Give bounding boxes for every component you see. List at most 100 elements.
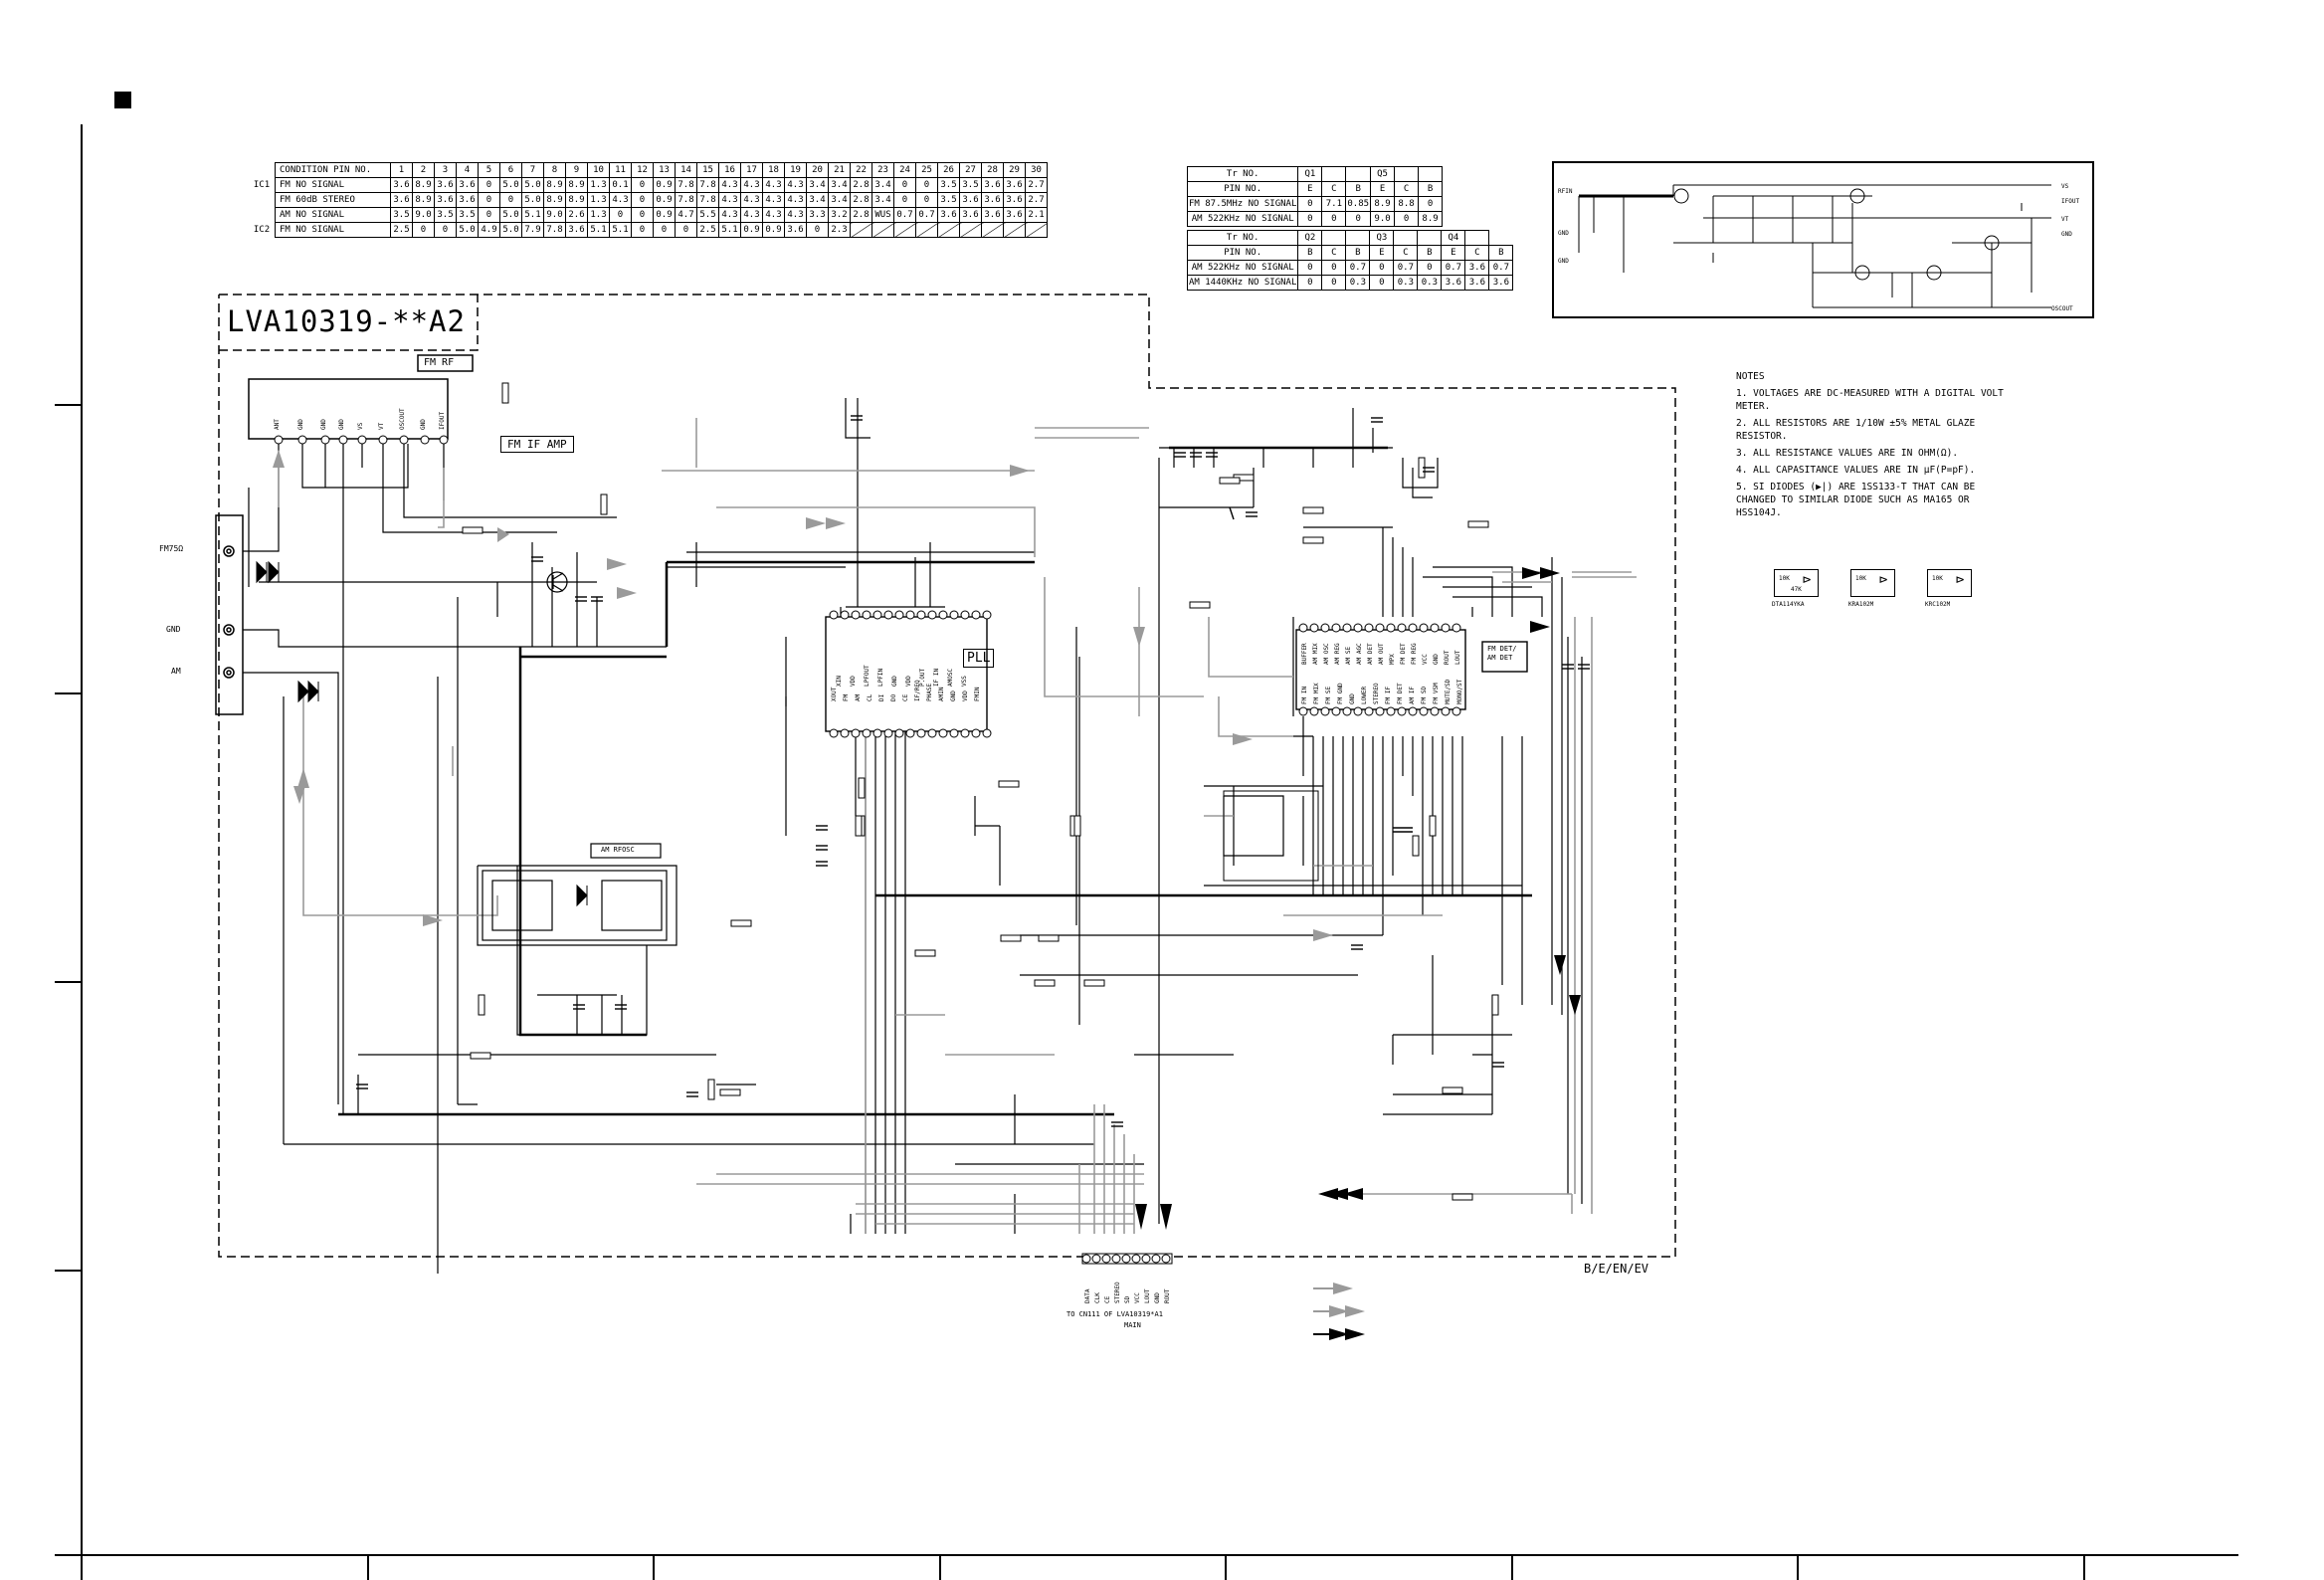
ic1-pin-label-top: AM AGC	[1356, 643, 1363, 665]
ic-table-value-cell: 7.8	[543, 222, 566, 238]
bottom-connector-pin	[1081, 1254, 1091, 1264]
legend-arrows	[1313, 1283, 1365, 1340]
ic1-pin-label-top: FM DET	[1400, 643, 1407, 665]
pll-pin-bottom	[862, 728, 872, 738]
ic-table-value-cell	[1003, 222, 1026, 238]
ic-table-value-cell	[981, 222, 1004, 238]
tr-table-1-cell: 8.9	[1418, 211, 1444, 227]
pll-pin-label-bottom: VDD	[962, 691, 969, 701]
ic1-pin-bottom	[1386, 706, 1396, 716]
pll-pin-label-bottom: DO	[890, 693, 897, 701]
pll-pin-label-bottom: IF/REQ	[914, 680, 921, 701]
ic1-pin-bottom	[1397, 706, 1407, 716]
ic-table-value-cell	[1025, 222, 1048, 238]
pll-pin-label-top: VDD	[850, 676, 857, 687]
ic1-pin-bottom	[1452, 706, 1461, 716]
am-rf-osc-module	[482, 843, 668, 941]
pll-pin-label-top: AMOSC	[947, 668, 954, 687]
transistor-r1-label: 10K	[1779, 575, 1790, 582]
fm-rf-pin-label: ANT	[274, 419, 281, 430]
ic1-pin-top	[1397, 623, 1407, 633]
pll-pin-bottom	[916, 728, 926, 738]
note-4: 4. ALL CAPASITANCE VALUES ARE IN μF(P=pF…	[1736, 465, 1976, 476]
pll-pin-bottom	[883, 728, 893, 738]
ic1-pin-top	[1441, 623, 1451, 633]
ic-table-value-cell: 5.0	[456, 222, 479, 238]
transistor-r2-label: 47K	[1791, 586, 1802, 593]
fm-rf-pin-label: IFOUT	[439, 411, 446, 430]
ic1-pin-label-top: VCC	[1422, 654, 1429, 665]
tr-table-1-cell: 0	[1394, 211, 1420, 227]
pll-label: PLL	[963, 649, 995, 668]
ic1-pin-top	[1342, 623, 1352, 633]
tr-table-2-cell: PIN NO.	[1186, 245, 1299, 261]
ic1-pin-label-top: AM OUT	[1378, 643, 1385, 665]
filter-frame	[1223, 790, 1319, 882]
inset-label-gnd-2: GND	[1558, 258, 1569, 265]
transistor-type-name: DTA114YKA	[1772, 601, 1805, 608]
bottom-connector-pin	[1101, 1254, 1111, 1264]
pll-pin-label-bottom: DI	[878, 693, 885, 701]
ic1-pin-top	[1375, 623, 1385, 633]
ic1-pin-label-top: AM DET	[1367, 643, 1374, 665]
bottom-connector-pin-label: VCC	[1134, 1292, 1141, 1303]
ic1-pin-top	[1298, 623, 1308, 633]
pll-pin-label-bottom: CL	[867, 693, 873, 701]
pll-pin-bottom	[851, 728, 861, 738]
transistor-type-symbol: 10K⊳	[1927, 569, 1972, 597]
inset-label-vs: VS	[2061, 183, 2069, 190]
grey-signal-arrows	[273, 450, 1333, 941]
transistor-symbols	[546, 571, 568, 593]
fm-if-amp-label: FM IF AMP	[500, 436, 574, 453]
ic1-body	[1295, 629, 1528, 710]
ic1-pin-top	[1386, 623, 1396, 633]
pll-pin-top	[971, 610, 981, 620]
ic1-pin-label-top: AM REG	[1334, 643, 1341, 665]
pll-pin-bottom	[905, 728, 915, 738]
ic-table-value-cell: 2.7	[1025, 177, 1048, 193]
bottom-connector-pin-label: CLK	[1094, 1292, 1101, 1303]
region-label: B/E/EN/EV	[1584, 1262, 1649, 1276]
pll-pin-bottom	[949, 728, 959, 738]
ic-table-pin-header: 30	[1025, 162, 1048, 178]
ic1-pin-bottom	[1331, 706, 1341, 716]
pll-pin-top	[851, 610, 861, 620]
pll-pin-top	[927, 610, 937, 620]
ic-table-value-cell: 0	[412, 222, 435, 238]
black-signal-arrows	[1135, 567, 1581, 1230]
ic1-pin-label-bottom: FM VSM	[1433, 683, 1440, 704]
fm-rf-pin-label: GND	[320, 419, 327, 430]
bottom-connector-pin-label: CE	[1104, 1295, 1111, 1303]
pll-pin-bottom	[938, 728, 948, 738]
ic1-pin-bottom	[1419, 706, 1429, 716]
ic1-pin-bottom	[1364, 706, 1374, 716]
pll-pin-label-bottom: AM	[855, 693, 862, 701]
pll-pin-bottom	[829, 728, 839, 738]
transistor-symbol-icon: ⊳	[1879, 572, 1888, 588]
ic1-pin-label-bottom: FM DET	[1397, 683, 1404, 704]
pll-pin-top	[872, 610, 882, 620]
pll-pin-label-bottom: AMIN	[938, 687, 945, 701]
page-marker-square	[114, 92, 131, 108]
board-title: LVA10319-**A2	[227, 304, 466, 338]
inset-label-ifout: IFOUT	[2061, 198, 2079, 205]
ic1-pin-top	[1309, 623, 1319, 633]
components	[462, 382, 1499, 1201]
ic1-pin-top	[1353, 623, 1363, 633]
fm-frontend-inset: RFIN VS IFOUT GND VT GND GND OSCOUT	[1552, 161, 2094, 318]
notes-title: NOTES	[1736, 371, 1765, 382]
bottom-connector-pin	[1161, 1254, 1171, 1264]
pll-ic-body	[825, 616, 988, 732]
ic1-pin-label-bottom: FM IF	[1385, 686, 1392, 704]
transistor-type-symbol: 10K⊳	[1850, 569, 1895, 597]
fm-rf-pin-circles	[274, 435, 449, 445]
ic1-pin-label-top: ROUT	[1444, 650, 1451, 665]
ic1-pin-label-top: AM MIX	[1312, 643, 1319, 665]
fm-rf-pin-label: VT	[378, 422, 385, 430]
left-connector-block	[215, 514, 244, 715]
inset-schematic: RFIN VS IFOUT GND VT GND GND OSCOUT	[1558, 183, 2079, 312]
